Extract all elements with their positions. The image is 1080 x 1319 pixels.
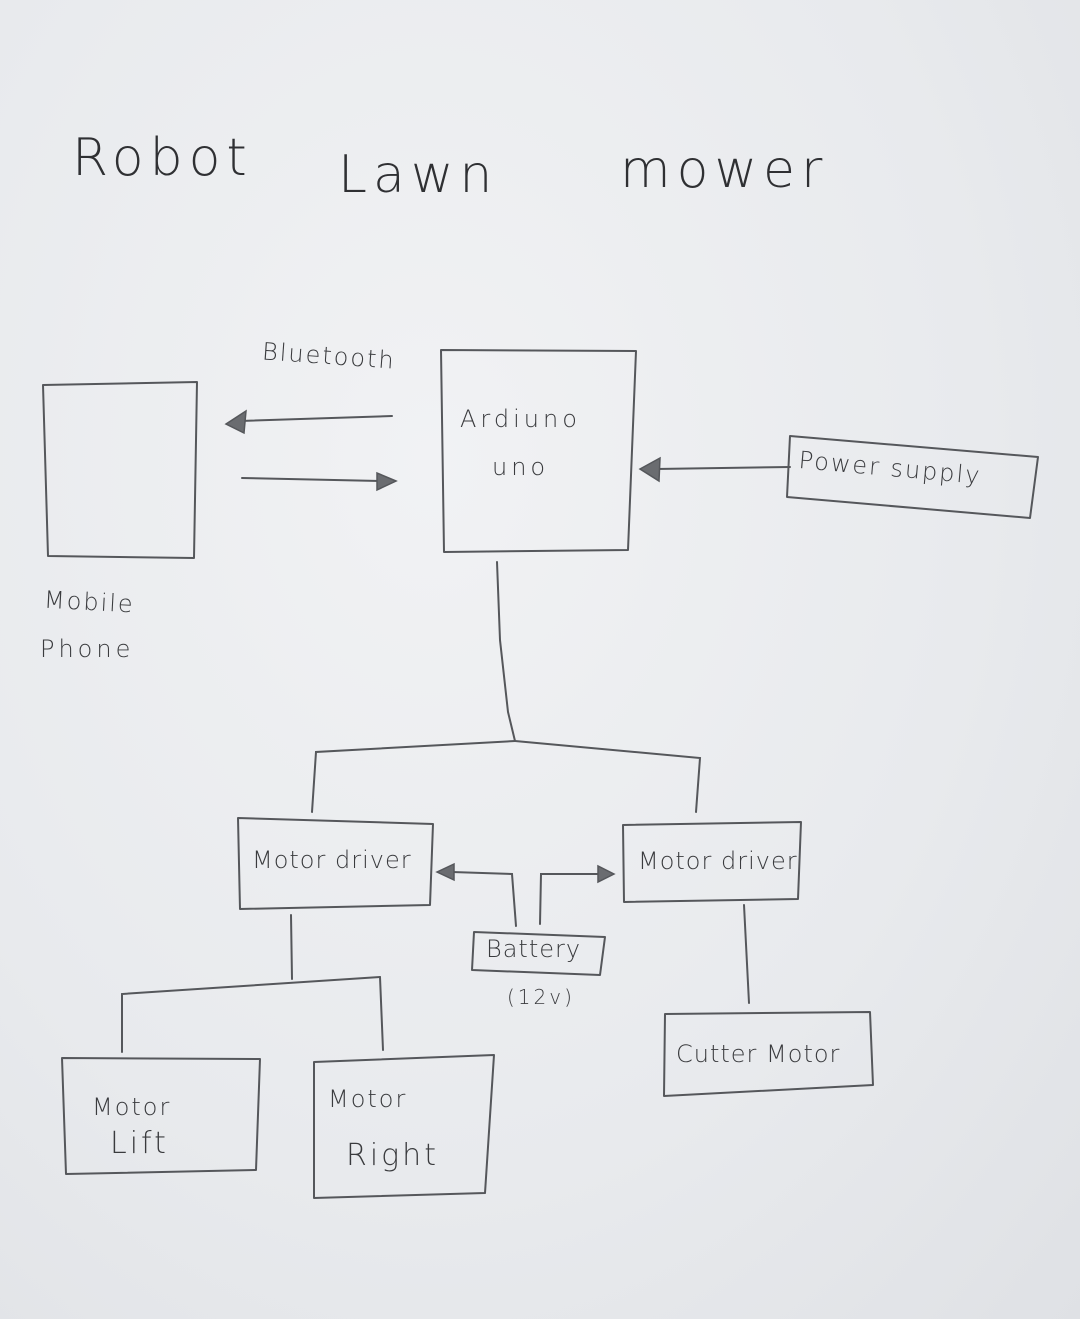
motor-lift-label-line2: Lift bbox=[110, 1126, 169, 1161]
motor-driver-left-box bbox=[237, 817, 434, 910]
title-word-lawn: Lawn bbox=[338, 145, 499, 205]
battery-to-right-driver-head bbox=[597, 864, 616, 884]
battery-voltage-label: (12v) bbox=[507, 985, 575, 1009]
arduino-label-line2: uno bbox=[492, 453, 550, 481]
battery-to-left-driver-head bbox=[435, 862, 455, 882]
cutter-motor-box bbox=[663, 1011, 874, 1097]
bluetooth-arrow-to-arduino-head bbox=[376, 471, 398, 492]
mobile-phone-box bbox=[42, 381, 198, 559]
motor-lift-box bbox=[61, 1057, 261, 1175]
driver-to-cutter-wire bbox=[743, 904, 750, 1004]
bluetooth-arrow-to-phone bbox=[239, 415, 393, 422]
bluetooth-arrow-to-arduino bbox=[241, 477, 381, 482]
arduino-label-line1: Ardiuno bbox=[460, 405, 581, 433]
cutter-motor-label: Cutter Motor bbox=[676, 1040, 841, 1068]
motor-right-label-line1: Motor bbox=[328, 1085, 408, 1113]
power-arrow-head bbox=[638, 456, 661, 483]
power-supply-box bbox=[786, 435, 1039, 519]
mobile-phone-label-line1: Mobile bbox=[43, 585, 136, 619]
title-word-robot: Robot bbox=[72, 128, 253, 188]
to-motor-right-wire bbox=[379, 976, 384, 1051]
battery-to-right-driver-wire bbox=[539, 873, 601, 925]
motor-lift-label-line1: Motor bbox=[92, 1093, 172, 1121]
arduino-box bbox=[440, 349, 637, 553]
motor-driver-right-label: Motor driver bbox=[638, 847, 798, 875]
title-word-mower: mower bbox=[620, 140, 829, 200]
battery-box bbox=[471, 931, 606, 976]
to-motor-lift-wire bbox=[121, 976, 381, 1053]
bluetooth-arrow-to-phone-head bbox=[224, 409, 247, 435]
motor-right-box bbox=[313, 1054, 495, 1199]
split-to-right-driver-wire bbox=[514, 740, 702, 813]
battery-label: Battery bbox=[486, 935, 582, 963]
motor-driver-left-label: Motor driver bbox=[252, 846, 412, 874]
battery-to-left-driver-wire bbox=[451, 871, 517, 927]
arduino-to-drivers-wire bbox=[496, 561, 516, 742]
power-arrow bbox=[655, 466, 791, 470]
motor-driver-right-box bbox=[622, 821, 802, 903]
mobile-phone-label-line2: Phone bbox=[40, 635, 135, 663]
split-to-left-driver-wire bbox=[311, 740, 516, 813]
motor-right-label-line2: Right bbox=[346, 1138, 439, 1173]
driver-to-motors-wire bbox=[290, 914, 293, 980]
